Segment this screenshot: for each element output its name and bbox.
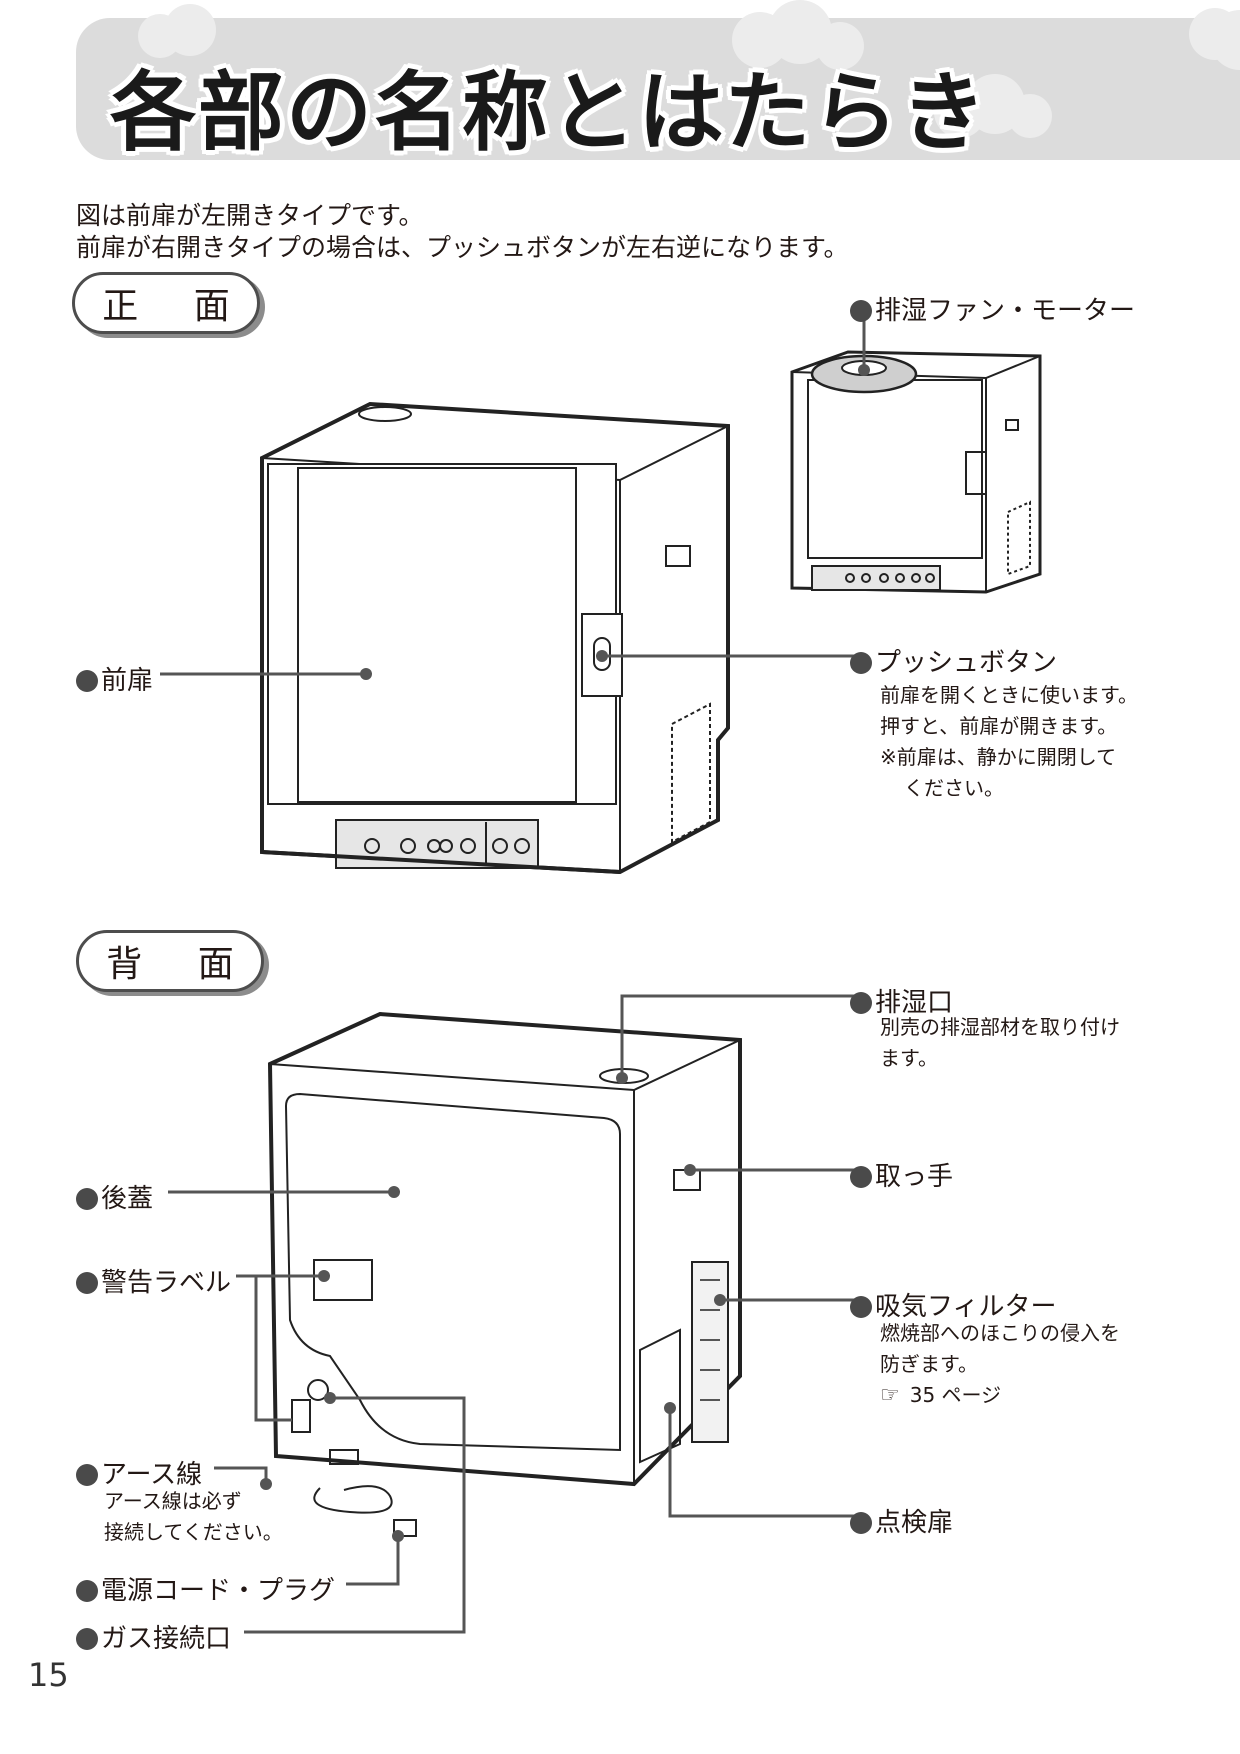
- bullet-dot-icon: [76, 670, 98, 692]
- filter-desc-2: 防ぎます。: [880, 1352, 978, 1376]
- push-button-desc-3: ※前扉は、静かに開閉して: [880, 745, 1117, 769]
- label-push-button: プッシュボタン: [850, 642, 1057, 679]
- fan-motor-inset-illustration: [790, 350, 1042, 594]
- label-front-door: 前扉: [76, 660, 153, 697]
- section-tab-back: 背 面: [76, 930, 264, 992]
- label-warning-label: 警告ラベル: [76, 1262, 231, 1299]
- label-handle: 取っ手: [850, 1156, 953, 1193]
- back-dryer-illustration: [267, 1011, 742, 1537]
- bullet-dot-icon: [850, 652, 872, 674]
- bullet-dot-icon: [76, 1628, 98, 1650]
- label-exhaust-port: 排湿口: [850, 982, 953, 1019]
- filter-desc-1: 燃焼部へのほこりの侵入を: [880, 1321, 1120, 1345]
- bullet-dot-icon: [850, 1166, 872, 1188]
- bullet-dot-icon: [850, 1512, 872, 1534]
- bullet-dot-icon: [76, 1464, 98, 1486]
- bullet-dot-icon: [850, 992, 872, 1014]
- front-dryer-illustration: [260, 401, 730, 875]
- intro-line-1: 図は前扉が左開きタイプです。: [76, 201, 424, 230]
- ground-desc-1: アース線は必ず: [104, 1489, 242, 1513]
- label-intake-filter: 吸気フィルター: [850, 1286, 1056, 1323]
- page-title: 各部の名称とはたらき: [110, 63, 989, 163]
- pointing-hand-icon: ☞: [880, 1383, 900, 1408]
- label-gas-inlet: ガス接続口: [76, 1618, 231, 1655]
- bullet-dot-icon: [76, 1188, 98, 1210]
- section-tab-front: 正 面: [72, 272, 260, 334]
- intro-line-2: 前扉が右開きタイプの場合は、プッシュボタンが左右逆になります。: [76, 233, 849, 262]
- ground-desc-2: 接続してください。: [104, 1520, 283, 1544]
- bullet-dot-icon: [850, 1296, 872, 1318]
- exhaust-desc-1: 別売の排湿部材を取り付け: [880, 1015, 1120, 1039]
- cloud-decoration: [138, 0, 1240, 138]
- push-button-desc-1: 前扉を開くときに使います。: [880, 683, 1138, 707]
- title-banner: [76, 18, 1240, 160]
- bullet-dot-icon: [850, 300, 872, 322]
- filter-reference: ☞35 ページ: [880, 1383, 1002, 1408]
- page-number: 15: [28, 1656, 69, 1694]
- label-power-cord: 電源コード・プラグ: [76, 1570, 335, 1607]
- label-fan-motor: 排湿ファン・モーター: [850, 290, 1135, 327]
- label-rear-cover: 後蓋: [76, 1178, 153, 1215]
- label-inspection-door: 点検扉: [850, 1502, 953, 1539]
- exhaust-desc-2: ます。: [880, 1046, 938, 1070]
- bullet-dot-icon: [76, 1580, 98, 1602]
- push-button-desc-4: ください。: [904, 776, 1004, 800]
- bullet-dot-icon: [76, 1272, 98, 1294]
- push-button-desc-2: 押すと、前扉が開きます。: [880, 714, 1118, 738]
- label-ground-wire: アース線: [76, 1454, 202, 1491]
